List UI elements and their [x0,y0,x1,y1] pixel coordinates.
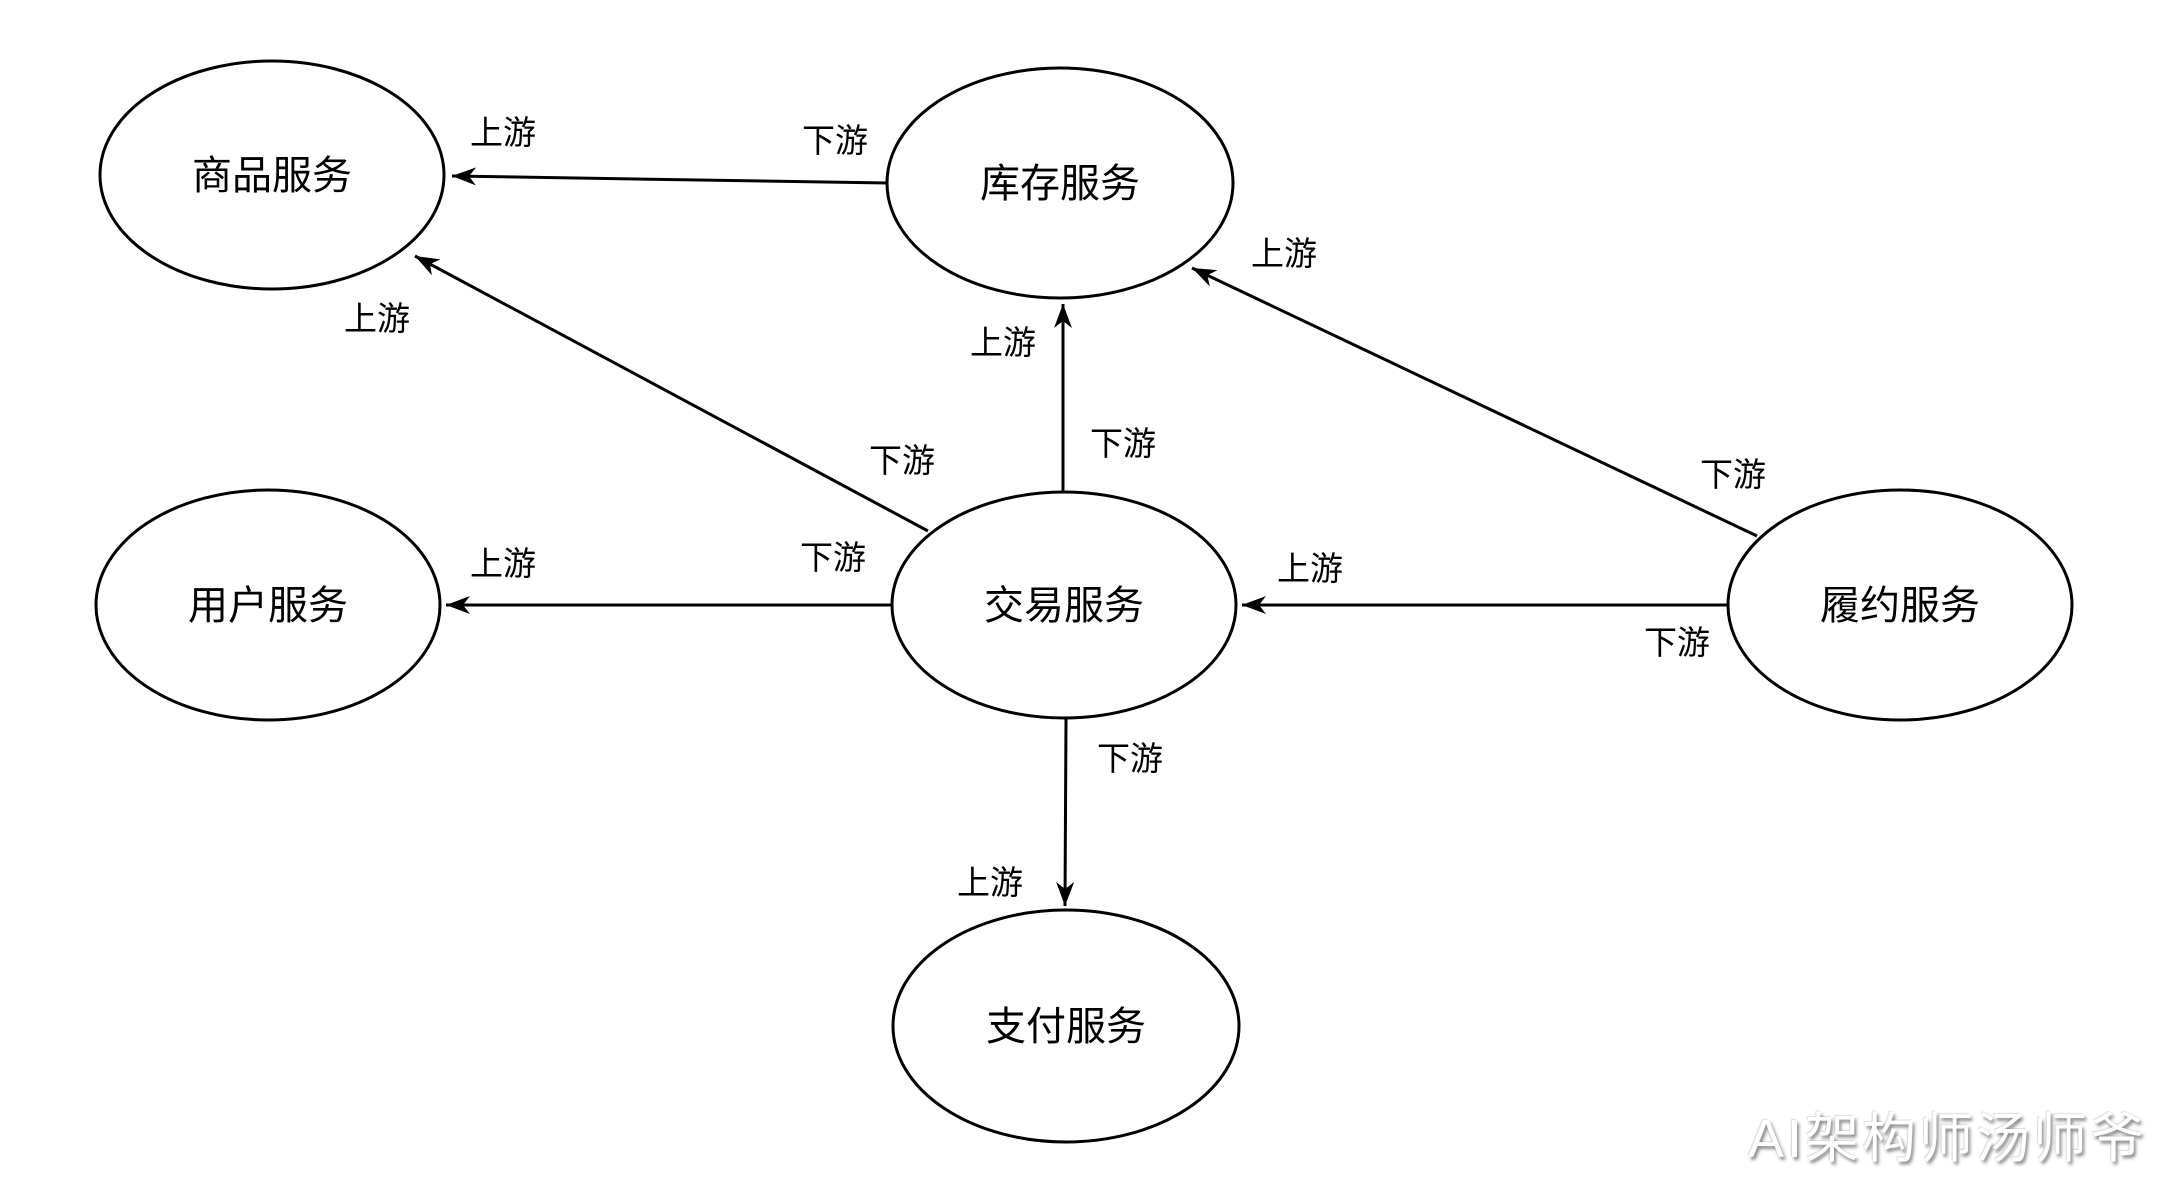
node-fulfillment-service: 履约服务 [1726,488,2074,722]
edge-line-trade-to-payment [1056,717,1075,907]
edge-trade-to-inventory: 上游 下游 [970,304,1156,492]
node-ellipse-fulfillment-service [1726,488,2074,722]
edge-label-upstream: 上游 [344,300,410,337]
edge-label-downstream: 下游 [800,539,866,576]
node-label-trade-service: 交易服务 [984,584,1144,628]
edge-label-upstream: 上游 [1277,550,1343,587]
watermark: AI架构师汤师爷 [1747,1109,2147,1169]
node-label-inventory-service: 库存服务 [980,162,1140,206]
edge-label-upstream: 上游 [1251,235,1317,272]
edge-line-inventory-to-product [451,167,889,186]
node-ellipse-product-service [98,59,446,291]
edge-label-downstream: 下游 [1097,740,1163,777]
edge-label-upstream: 上游 [470,114,536,151]
node-trade-service: 交易服务 [890,490,1238,720]
edge-trade-to-payment: 上游 下游 [957,717,1163,907]
edge-label-downstream: 下游 [1090,425,1156,462]
edge-trade-to-user: 上游 下游 [446,539,892,614]
node-label-fulfillment-service: 履约服务 [1820,584,1980,628]
node-user-service: 用户服务 [94,488,442,722]
node-label-payment-service: 支付服务 [986,1005,1146,1049]
node-label-user-service: 用户服务 [188,584,348,628]
node-inventory-service: 库存服务 [885,66,1235,300]
node-ellipse-user-service [94,488,442,722]
edge-line-fulfillment-to-inventory [1191,266,1758,538]
node-ellipse-inventory-service [885,66,1235,300]
edge-label-downstream: 下游 [1700,456,1766,493]
edge-fulfillment-to-trade: 上游 下游 [1242,550,1728,661]
edge-label-downstream: 下游 [869,442,935,479]
node-ellipse-trade-service [890,490,1238,720]
edge-label-upstream: 上游 [970,324,1036,361]
node-ellipse-payment-service [891,908,1241,1144]
edge-fulfillment-to-inventory: 上游 下游 [1191,235,1766,538]
edge-label-downstream: 下游 [1644,624,1710,661]
edge-label-downstream: 下游 [802,122,868,159]
node-label-product-service: 商品服务 [192,154,352,198]
edge-line-trade-to-product [414,254,929,533]
edge-label-upstream: 上游 [957,864,1023,901]
edge-trade-to-product: 上游 下游 [344,254,935,533]
node-payment-service: 支付服务 [891,908,1241,1144]
edge-inventory-to-product: 上游 下游 [451,114,889,186]
node-product-service: 商品服务 [98,59,446,291]
edge-label-upstream: 上游 [470,545,536,582]
